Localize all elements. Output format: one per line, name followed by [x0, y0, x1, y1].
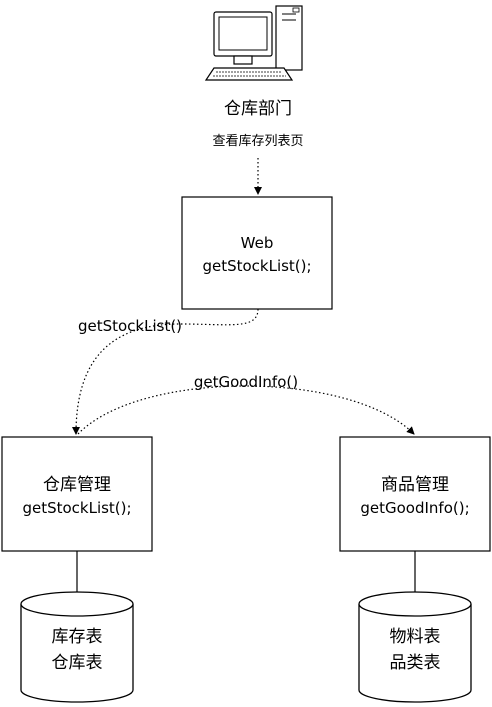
warehouse-node-name: 仓库管理: [43, 475, 111, 495]
stock-db-line1: 库存表: [52, 627, 103, 647]
stock-database: 库存表 仓库表: [20, 591, 134, 703]
goods-db-line2: 品类表: [390, 653, 441, 673]
web-node-call: getStockList();: [202, 257, 311, 275]
goods-db-line1: 物料表: [390, 627, 441, 647]
desktop-computer-icon: [204, 5, 303, 81]
warehouse-to-goods-arrow: [77, 385, 415, 435]
web-to-warehouse-arrow: [72, 308, 259, 435]
goods-node-call: getGoodInfo();: [360, 499, 469, 517]
client-action-label: 查看库存列表页: [212, 133, 303, 149]
goods-node-name: 商品管理: [381, 475, 449, 495]
web-node-name: Web: [241, 234, 274, 252]
web-node: Web getStockList();: [181, 196, 333, 310]
warehouse-to-goods-label: getGoodInfo(): [194, 373, 298, 391]
client-title: 仓库部门: [224, 99, 292, 119]
warehouse-node-call: getStockList();: [22, 499, 131, 517]
goods-node: 商品管理 getGoodInfo();: [339, 436, 491, 552]
warehouse-node: 仓库管理 getStockList();: [1, 436, 153, 552]
stock-db-line2: 仓库表: [52, 653, 103, 673]
web-to-warehouse-label: getStockList(): [78, 317, 182, 335]
goods-database: 物料表 品类表: [358, 591, 472, 703]
